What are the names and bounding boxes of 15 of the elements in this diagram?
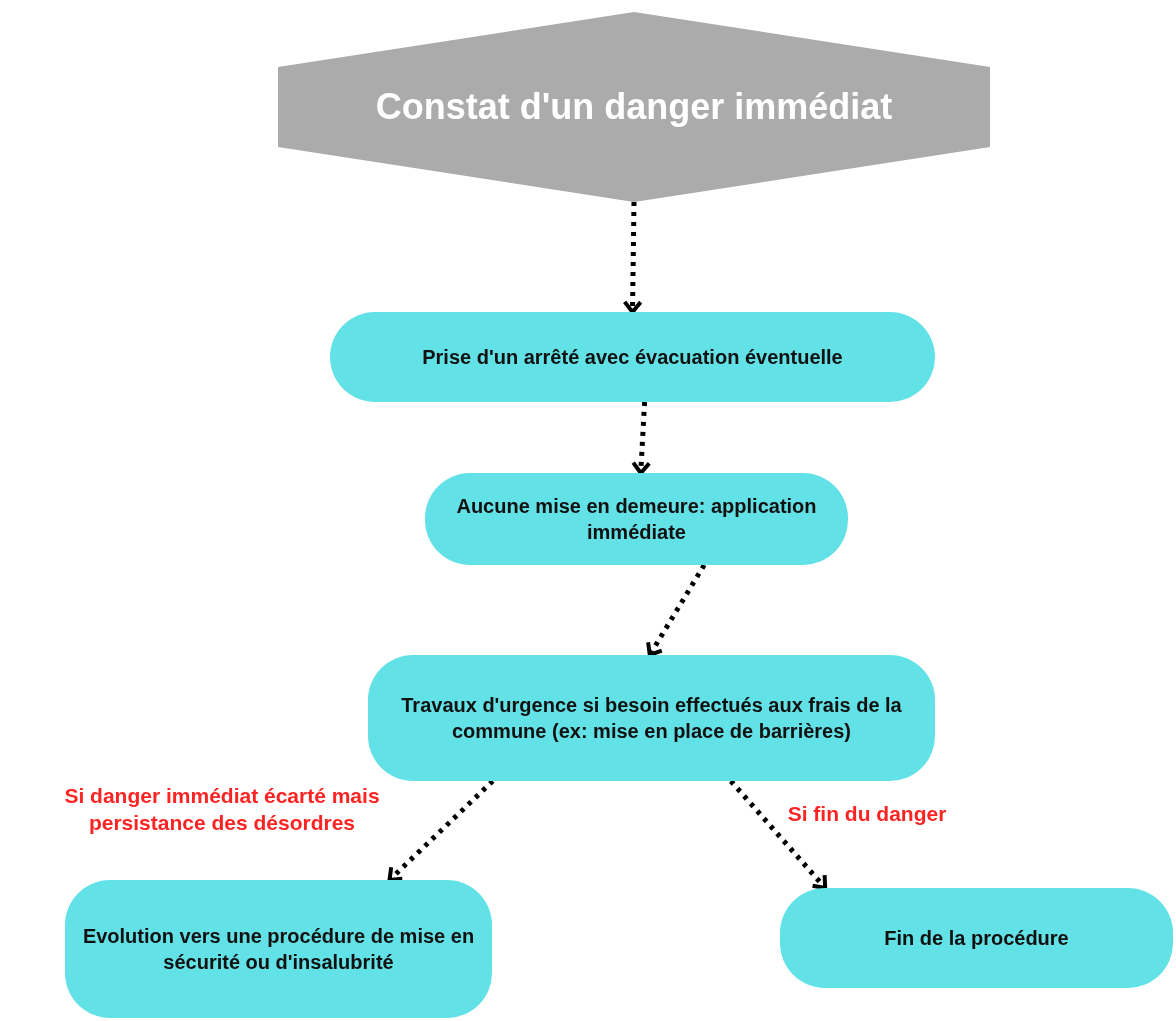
arrow	[646, 563, 707, 657]
step-text: Evolution vers une procédure de mise en sécurité ou d'insalubrité	[81, 924, 476, 975]
process-box	[65, 880, 492, 1018]
step-text: Prise d'un arrêté avec évacuation éventuelle	[422, 345, 843, 370]
step-text: Aucune mise en demeure: application immédiate	[455, 494, 818, 545]
step-text: Fin de la procédure	[884, 926, 1069, 951]
arrow	[622, 201, 643, 314]
arrow	[631, 401, 652, 475]
heading-text: Constat d'un danger immédiat	[375, 84, 893, 129]
process-box	[368, 655, 935, 781]
edge-label: Si fin du danger	[786, 801, 948, 827]
step-text: Travaux d'urgence si besoin effectués aux frais de la commune (ex: mise en place de barrières)	[400, 693, 903, 744]
edge-label: Si danger immédiat écarté mais persistance des désordres	[63, 783, 381, 837]
arrow	[387, 779, 495, 882]
arrow	[729, 779, 828, 890]
